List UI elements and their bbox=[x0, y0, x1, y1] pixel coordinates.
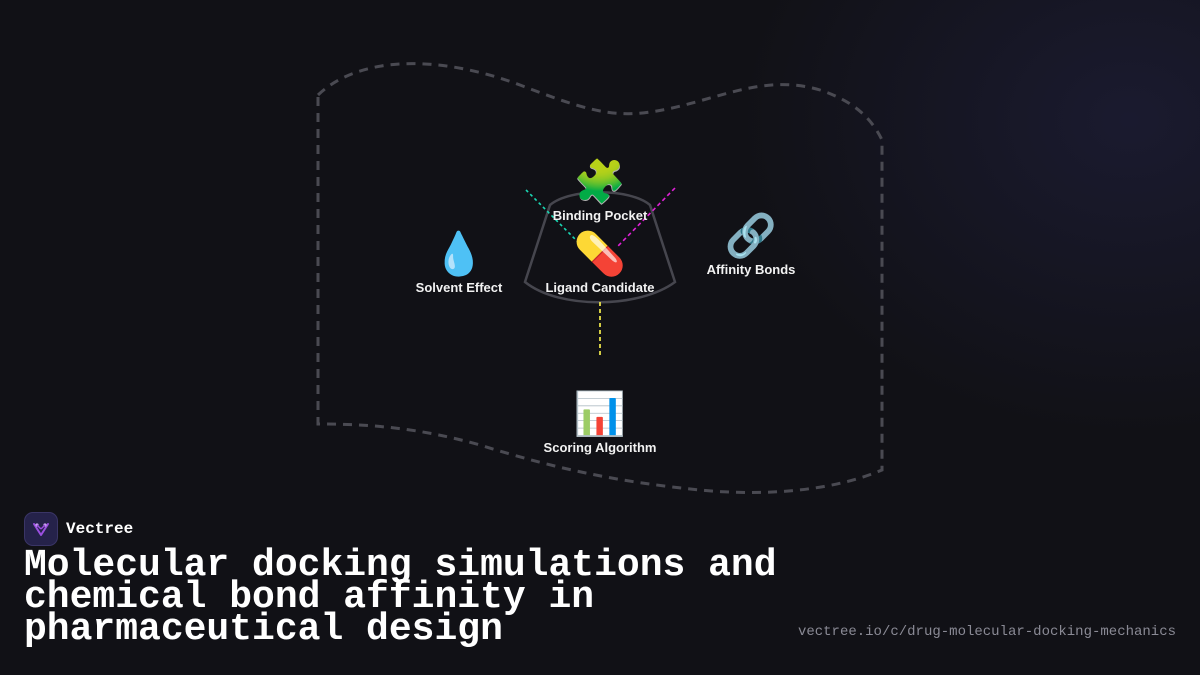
vectree-logo-icon bbox=[24, 512, 58, 546]
solvent-effect-label: Solvent Effect bbox=[415, 280, 503, 295]
puzzle-piece-icon: 🧩 bbox=[573, 158, 627, 205]
brand-name: Vectree bbox=[66, 520, 134, 538]
affinity-bonds-label: Affinity Bonds bbox=[706, 262, 796, 277]
link-icon: 🔗 bbox=[724, 212, 778, 259]
teal-connector bbox=[525, 189, 579, 243]
bar-chart-icon: 📊 bbox=[573, 390, 627, 437]
node-scoring-algorithm: 📊 Scoring Algorithm bbox=[520, 390, 680, 455]
node-solvent-effect: 💧 Solvent Effect bbox=[379, 230, 539, 295]
source-url: vectree.io/c/drug-molecular-docking-mech… bbox=[797, 624, 1176, 640]
binding-pocket-label: Binding Pocket bbox=[552, 208, 648, 223]
brand: Vectree bbox=[24, 512, 133, 546]
node-affinity-bonds: 🔗 Affinity Bonds bbox=[671, 212, 831, 277]
droplet-icon: 💧 bbox=[432, 230, 486, 277]
ligand-candidate-label: Ligand Candidate bbox=[545, 280, 655, 295]
outer-dashed-boundary bbox=[316, 62, 884, 495]
scoring-algorithm-label: Scoring Algorithm bbox=[543, 440, 657, 455]
binding-pocket-outline bbox=[523, 191, 677, 304]
node-binding-pocket: 🧩 Binding Pocket bbox=[520, 158, 680, 223]
page-title: Molecular docking simulations and chemic… bbox=[24, 544, 777, 651]
pill-icon: 💊 bbox=[573, 230, 627, 277]
node-ligand-candidate: 💊 Ligand Candidate bbox=[520, 230, 680, 295]
